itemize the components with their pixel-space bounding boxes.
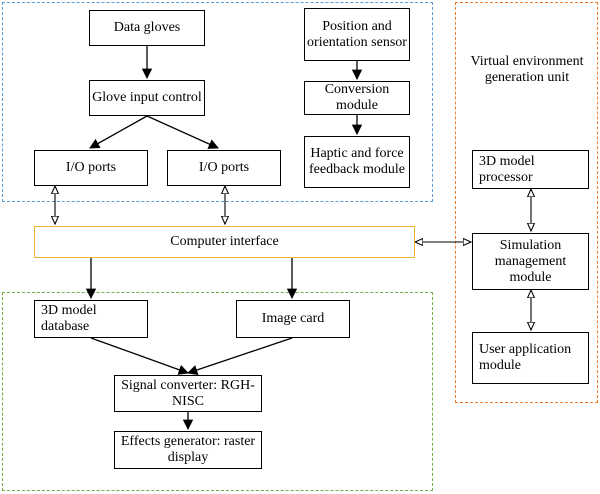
haptic-force-feedback-node: Haptic and force feedback module <box>304 136 410 188</box>
model-processor-node: 3D model processor <box>472 150 589 189</box>
data-gloves-label: Data gloves <box>113 20 181 35</box>
io-ports-left-label: I/O ports <box>65 160 117 175</box>
haptic-force-feedback-label: Haptic and force feedback module <box>308 146 405 177</box>
model-database-node: 3D model database <box>34 300 148 338</box>
virtual-environment-title: Virtual environment generation unit <box>470 54 584 85</box>
position-orientation-sensor-label: Position and orientation sensor <box>307 18 407 50</box>
glove-input-control-node: Glove input control <box>89 80 205 116</box>
signal-converter-label: Signal converter: RGH-NISC <box>121 377 255 409</box>
model-processor-label: 3D model processor <box>479 153 535 185</box>
io-ports-left-node: I/O ports <box>34 150 148 186</box>
virtual-environment-group <box>455 2 598 403</box>
arrow-database-to-converter <box>90 337 189 375</box>
simulation-management-label: Simulation management module <box>494 237 567 285</box>
arrow-input-to-io-right <box>146 115 219 149</box>
computer-interface-node: Computer interface <box>34 226 415 258</box>
effects-generator-label: Effects generator: raster display <box>120 434 256 465</box>
output-devices-group <box>2 292 433 491</box>
conversion-module-label: Conversion module <box>324 82 390 113</box>
position-orientation-sensor-node: Position and orientation sensor <box>304 8 410 61</box>
input-devices-group <box>2 2 433 202</box>
simulation-management-node: Simulation management module <box>472 233 589 290</box>
image-card-node: Image card <box>236 300 350 338</box>
user-application-node: User application module <box>472 332 589 384</box>
user-application-label: User application module <box>479 342 572 373</box>
data-gloves-node: Data gloves <box>89 10 205 46</box>
io-ports-right-node: I/O ports <box>167 150 281 186</box>
signal-converter-node: Signal converter: RGH-NISC <box>114 375 262 412</box>
model-database-label: 3D model database <box>41 303 97 334</box>
io-ports-right-label: I/O ports <box>198 160 250 175</box>
conversion-module-node: Conversion module <box>304 81 410 115</box>
effects-generator-node: Effects generator: raster display <box>114 431 262 469</box>
glove-input-control-label: Glove input control <box>92 90 202 105</box>
arrow-imagecard-to-converter <box>187 337 293 375</box>
image-card-label: Image card <box>261 311 325 326</box>
arrow-input-to-io-left <box>89 115 148 149</box>
computer-interface-label: Computer interface <box>170 234 279 249</box>
